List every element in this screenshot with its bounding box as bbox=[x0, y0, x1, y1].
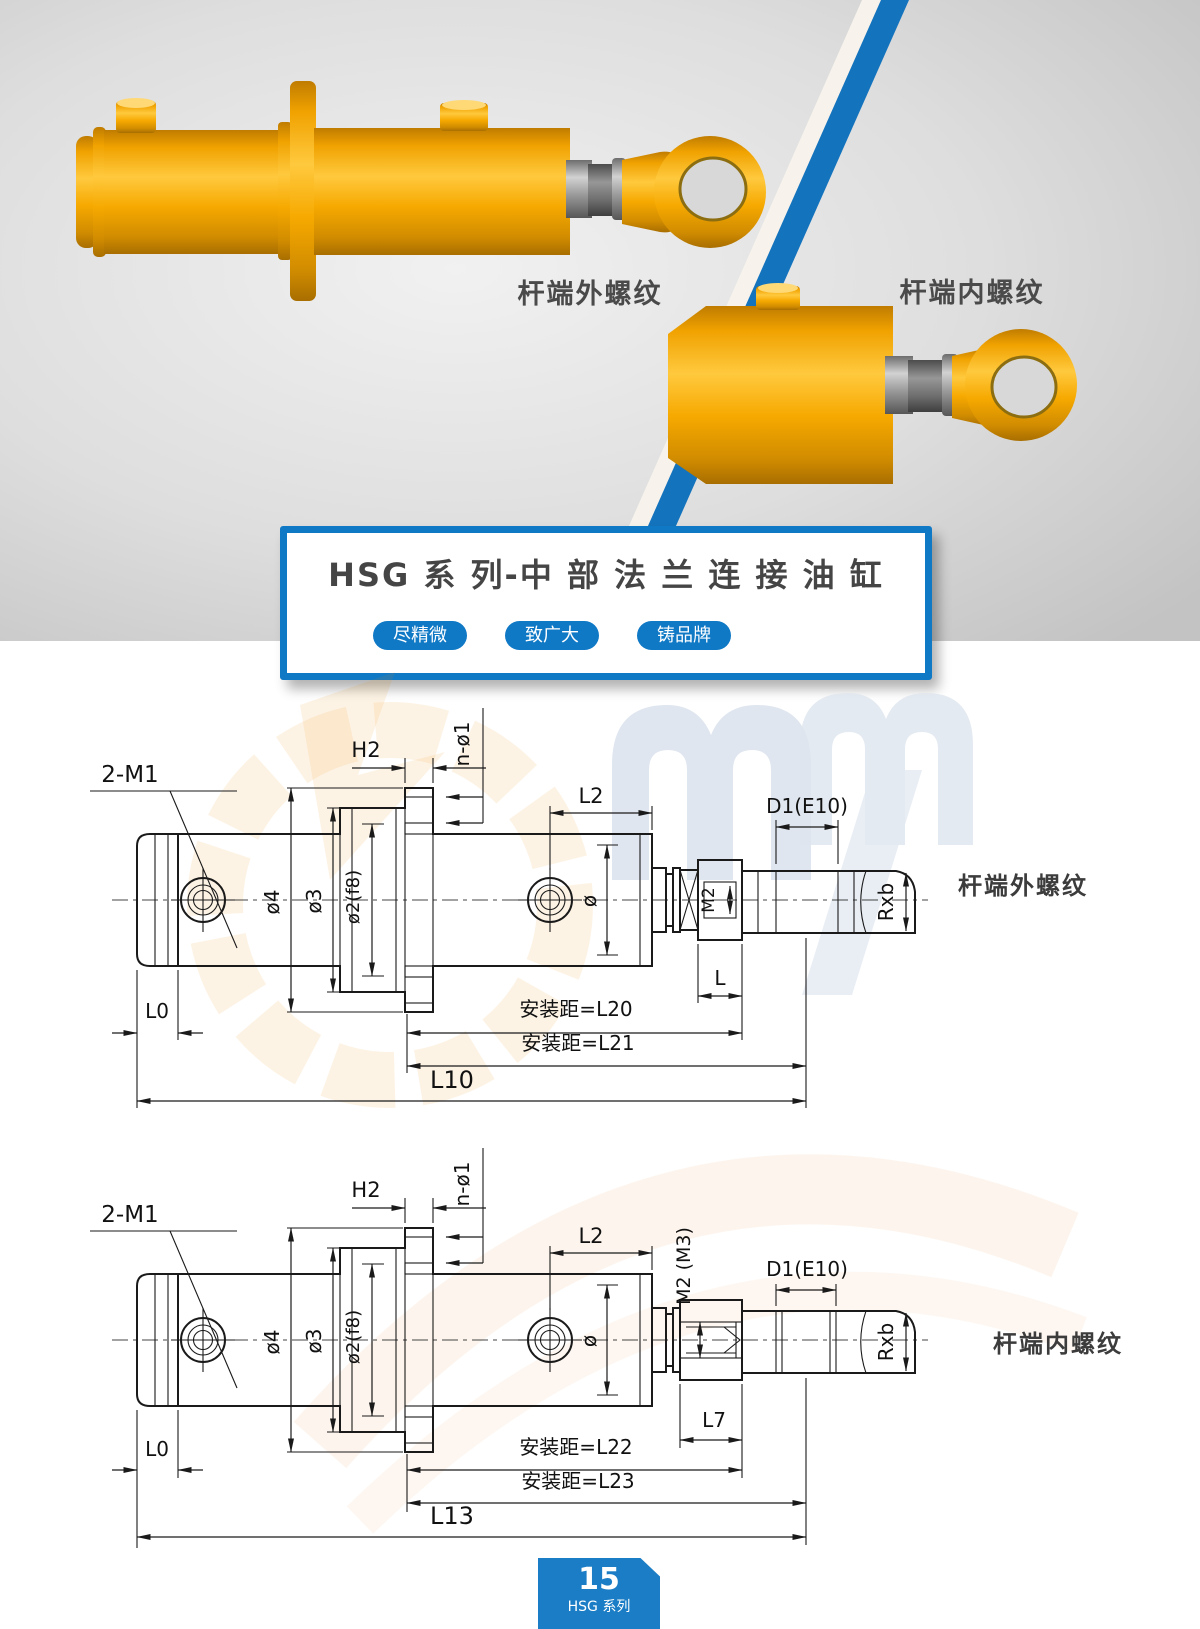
title-card: HSG 系 列-中 部 法 兰 连 接 油 缸 尽精微 致广大 铸品牌 bbox=[280, 526, 932, 680]
dim-mount-a: 安装距=L20 bbox=[519, 997, 632, 1021]
watermark-logo bbox=[187, 672, 1087, 1534]
cylinder-internal-render bbox=[668, 283, 1077, 484]
dim-flange-thickness: H2 bbox=[351, 738, 380, 762]
drawing-external-dimensions: 2-M1 H2 n-ø1 ø4 ø3 ø2(f bbox=[90, 708, 909, 1108]
badge-row: 尽精微 致广大 铸品牌 bbox=[373, 621, 731, 650]
hero-caption-internal: 杆端内螺纹 bbox=[899, 278, 1045, 309]
badge-2: 致广大 bbox=[505, 621, 599, 650]
dim-rod-od: Rxb bbox=[874, 883, 898, 921]
dim-thread-length: L7 bbox=[702, 1408, 726, 1432]
dim-thread-length: L bbox=[714, 966, 726, 990]
drawing-external: 2-M1 H2 n-ø1 ø4 ø3 ø2(f bbox=[90, 708, 928, 1108]
dim-pin-bore: D1(E10) bbox=[766, 1257, 848, 1281]
drawing-internal-dimensions: 2-M1 H2 n-ø1 ø4 ø3 ø2(f8) bbox=[90, 1148, 909, 1548]
drawing-internal: 2-M1 H2 n-ø1 ø4 ø3 ø2(f8) bbox=[90, 1148, 928, 1548]
page-title: HSG 系 列-中 部 法 兰 连 接 油 缸 bbox=[328, 556, 884, 594]
dim-spigot: ø2(f8) bbox=[343, 870, 364, 924]
dim-bolt-holes: n-ø1 bbox=[450, 1162, 474, 1207]
drawing-external-caption: 杆端外螺纹 bbox=[958, 872, 1088, 900]
rear-port bbox=[171, 1308, 235, 1372]
dim-overall: L10 bbox=[430, 1066, 474, 1094]
dim-mount-b: 安装距=L23 bbox=[521, 1469, 634, 1493]
technical-drawings: 2-M1 H2 n-ø1 ø4 ø3 ø2(f bbox=[90, 672, 1087, 1548]
dim-pilot-od: ø3 bbox=[302, 889, 326, 914]
drawing-external-outline bbox=[136, 787, 916, 1013]
dim-pin-bore: D1(E10) bbox=[766, 794, 848, 818]
dim-mount-b: 安装距=L21 bbox=[521, 1031, 634, 1055]
dim-flange-thickness: H2 bbox=[351, 1178, 380, 1202]
series-name: HSG 系列 bbox=[567, 1599, 631, 1615]
dim-flange-od: ø4 bbox=[260, 1330, 284, 1355]
drawing-internal-outline bbox=[136, 1227, 916, 1453]
dim-rod-thread: M2 (M3) bbox=[673, 1227, 695, 1305]
dim-rear-length: L0 bbox=[145, 999, 169, 1023]
dim-rear-thread: 2-M1 bbox=[101, 1202, 158, 1228]
head-port bbox=[518, 1308, 582, 1372]
dim-spigot: ø2(f8) bbox=[343, 1310, 364, 1364]
dim-overall: L13 bbox=[430, 1502, 474, 1530]
badge-3: 铸品牌 bbox=[637, 621, 731, 650]
dim-bore: ø bbox=[577, 1335, 601, 1347]
drawing-internal-caption: 杆端内螺纹 bbox=[993, 1330, 1123, 1358]
dim-head-length: L2 bbox=[578, 1224, 603, 1248]
dim-rod-thread: M2 bbox=[699, 887, 719, 912]
dim-mount-a: 安装距=L22 bbox=[519, 1435, 632, 1459]
page-footer: 15 HSG 系列 bbox=[538, 1558, 660, 1629]
dim-pilot-od: ø3 bbox=[302, 1329, 326, 1354]
dim-rod-od: Rxb bbox=[874, 1323, 898, 1361]
head-port bbox=[518, 868, 582, 932]
dim-head-length: L2 bbox=[578, 784, 603, 808]
badge-1: 尽精微 bbox=[373, 621, 467, 650]
rear-port bbox=[171, 868, 235, 932]
dim-bolt-holes: n-ø1 bbox=[450, 722, 474, 767]
dim-flange-od: ø4 bbox=[260, 890, 284, 915]
dim-rear-length: L0 bbox=[145, 1437, 169, 1461]
dim-rear-thread: 2-M1 bbox=[101, 762, 158, 788]
hero-caption-external: 杆端外螺纹 bbox=[517, 279, 663, 310]
dim-bore: ø bbox=[577, 895, 601, 907]
page-number: 15 bbox=[578, 1562, 620, 1597]
cylinder-external-render bbox=[76, 81, 766, 301]
